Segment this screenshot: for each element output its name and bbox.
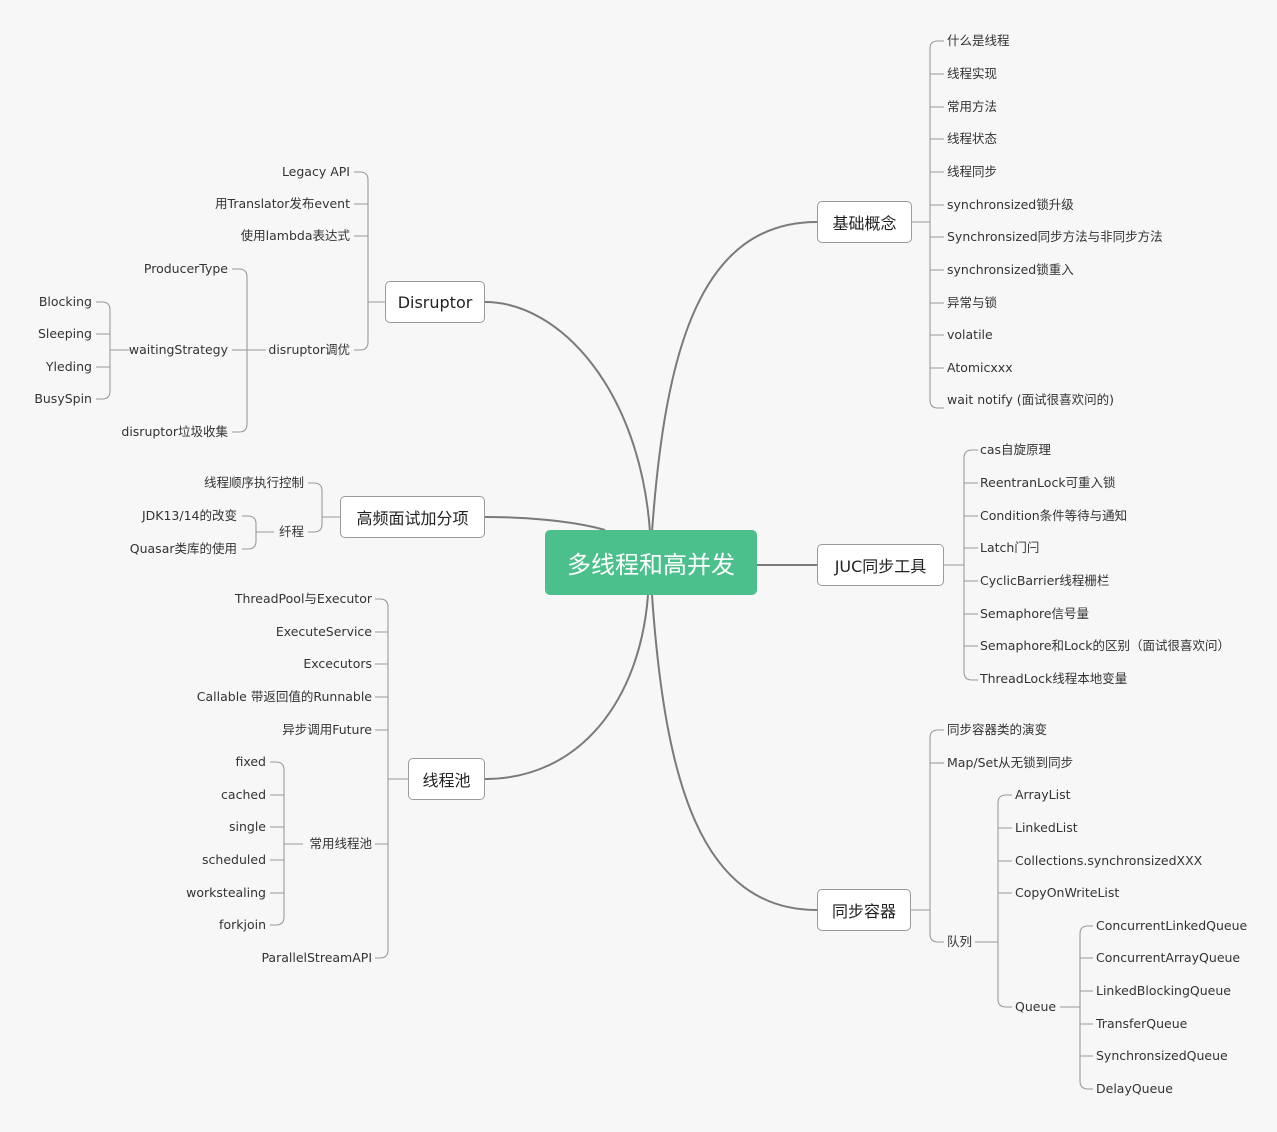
leaf-basics-10[interactable]: Atomicxxx — [947, 360, 1013, 375]
leaf-pool-2[interactable]: Excecutors — [303, 656, 372, 671]
leaf-disruptor-2[interactable]: 使用lambda表达式 — [240, 228, 350, 243]
leaf-basics-6[interactable]: Synchronsized同步方法与非同步方法 — [947, 229, 1163, 244]
leaf-queue-2[interactable]: LinkedBlockingQueue — [1096, 983, 1231, 998]
leaf-disruptor-1[interactable]: 用Translator发布event — [215, 196, 350, 211]
leaf-common-4[interactable]: workstealing — [186, 885, 266, 900]
leaf-pool-0[interactable]: ThreadPool与Executor — [234, 591, 372, 606]
topic-basics[interactable]: 基础概念 — [817, 201, 912, 243]
leaf-basics-5[interactable]: synchronsized锁升级 — [947, 197, 1074, 212]
leaf-queue-4[interactable]: SynchronsizedQueue — [1096, 1048, 1228, 1063]
leaf-parallel-stream[interactable]: ParallelStreamAPI — [261, 950, 372, 965]
leaf-sync-1[interactable]: Map/Set从无锁到同步 — [947, 755, 1074, 770]
leaf-common-5[interactable]: forkjoin — [219, 917, 266, 932]
leaf-basics-8[interactable]: 异常与锁 — [947, 295, 998, 310]
leaf-common-3[interactable]: scheduled — [202, 852, 266, 867]
topic-sync-containers[interactable]: 同步容器 — [817, 889, 911, 931]
leaf-basics-11[interactable]: wait notify (面试很喜欢问的) — [947, 392, 1114, 407]
leaf-disruptor-gc[interactable]: disruptor垃圾收集 — [121, 424, 228, 439]
topic-juc[interactable]: JUC同步工具 — [817, 544, 944, 586]
leaf-queue-group-2[interactable]: Collections.synchronsizedXXX — [1015, 853, 1203, 868]
leaf-basics-0[interactable]: 什么是线程 — [947, 33, 1010, 48]
leaf-juc-0[interactable]: cas自旋原理 — [980, 442, 1052, 457]
leaf-waiting-1[interactable]: Sleeping — [37, 326, 92, 341]
node-fiber[interactable]: 纤程 — [278, 524, 304, 539]
leaf-waiting-3[interactable]: BusySpin — [34, 391, 92, 406]
leaf-queue-group-3[interactable]: CopyOnWriteList — [1015, 885, 1120, 900]
leaf-fiber-0[interactable]: JDK13/14的改变 — [141, 508, 237, 523]
node-queue[interactable]: Queue — [1015, 999, 1057, 1014]
leaf-pool-4[interactable]: 异步调用Future — [282, 722, 372, 737]
leaf-sync-0[interactable]: 同步容器类的演变 — [947, 722, 1048, 737]
leaf-queue-group-0[interactable]: ArrayList — [1015, 787, 1071, 802]
leaf-pool-3[interactable]: Callable 带返回值的Runnable — [196, 689, 372, 704]
leaf-common-0[interactable]: fixed — [235, 754, 266, 769]
leaf-queue-0[interactable]: ConcurrentLinkedQueue — [1096, 918, 1248, 933]
leaf-queue-5[interactable]: DelayQueue — [1096, 1081, 1173, 1096]
leaf-juc-5[interactable]: Semaphore信号量 — [980, 606, 1090, 621]
leaf-basics-7[interactable]: synchronsized锁重入 — [947, 262, 1074, 277]
leaf-juc-4[interactable]: CyclicBarrier线程栅栏 — [980, 573, 1110, 588]
leaf-juc-3[interactable]: Latch门闩 — [980, 540, 1040, 555]
leaf-fiber-1[interactable]: Quasar类库的使用 — [129, 541, 237, 556]
leaf-queue-3[interactable]: TransferQueue — [1096, 1016, 1188, 1031]
leaf-basics-2[interactable]: 常用方法 — [947, 99, 998, 114]
node-disruptor-tuning[interactable]: disruptor调优 — [268, 342, 350, 357]
leaf-producer-type[interactable]: ProducerType — [143, 261, 228, 276]
topic-interview[interactable]: 高频面试加分项 — [340, 496, 485, 538]
topic-disruptor[interactable]: Disruptor — [385, 281, 485, 323]
leaf-queue-1[interactable]: ConcurrentArrayQueue — [1096, 950, 1241, 965]
leaf-waiting-0[interactable]: Blocking — [38, 294, 92, 309]
leaf-juc-1[interactable]: ReentranLock可重入锁 — [980, 475, 1116, 490]
leaf-waiting-2[interactable]: Yleding — [45, 359, 92, 374]
leaf-juc-7[interactable]: ThreadLock线程本地变量 — [980, 671, 1128, 686]
leaf-juc-6[interactable]: Semaphore和Lock的区别（面试很喜欢问） — [980, 638, 1231, 653]
node-waiting-strategy[interactable]: waitingStrategy — [128, 342, 228, 357]
leaf-basics-4[interactable]: 线程同步 — [947, 164, 998, 179]
leaf-queue-group-1[interactable]: LinkedList — [1015, 820, 1078, 835]
root-node[interactable]: 多线程和高并发 — [545, 530, 757, 595]
leaf-basics-9[interactable]: volatile — [947, 327, 993, 342]
leaf-basics-3[interactable]: 线程状态 — [947, 131, 998, 146]
leaf-pool-1[interactable]: ExecuteService — [275, 624, 372, 639]
leaf-order-control[interactable]: 线程顺序执行控制 — [203, 475, 304, 490]
leaf-common-1[interactable]: cached — [221, 787, 266, 802]
leaf-juc-2[interactable]: Condition条件等待与通知 — [980, 508, 1128, 523]
leaf-basics-1[interactable]: 线程实现 — [947, 66, 998, 81]
leaf-common-2[interactable]: single — [228, 819, 266, 834]
topic-thread-pool[interactable]: 线程池 — [408, 758, 485, 800]
node-common-pools[interactable]: 常用线程池 — [309, 836, 372, 851]
leaf-disruptor-0[interactable]: Legacy API — [281, 164, 350, 179]
node-queue-group[interactable]: 队列 — [947, 934, 973, 949]
